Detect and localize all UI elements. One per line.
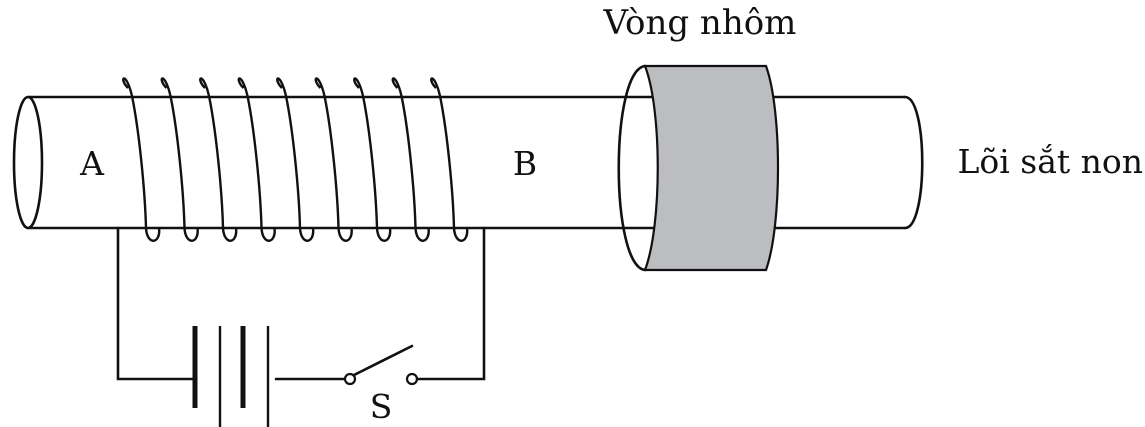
switch-contact-right [405,372,419,386]
aluminium-ring [617,64,780,272]
core-right-end [903,95,924,230]
switch-contact-left [343,372,357,386]
coil-turn [430,77,469,242]
switch-label: S [370,387,393,426]
wire-left [116,226,197,381]
ring-band [643,64,780,272]
coil-windings [122,77,469,242]
core-label: Lõi sắt non [957,142,1143,181]
ring-back-edge [617,64,647,272]
ring-label: Vòng nhôm [603,3,797,43]
coil-turn [199,77,238,242]
coil-turn [122,77,161,242]
end-a-label: A [79,144,105,183]
coil-turn [353,77,392,242]
coil-turn [276,77,315,242]
coil-turn [391,77,430,242]
coil-turn [314,77,353,242]
end-b-label: B [513,144,537,183]
core-left-end [12,95,44,230]
iron-core [12,95,924,230]
switch-lever [352,344,414,377]
coil-turn [237,77,276,242]
coil-turn [160,77,199,242]
wire-right [415,226,486,381]
circuit [116,226,486,427]
